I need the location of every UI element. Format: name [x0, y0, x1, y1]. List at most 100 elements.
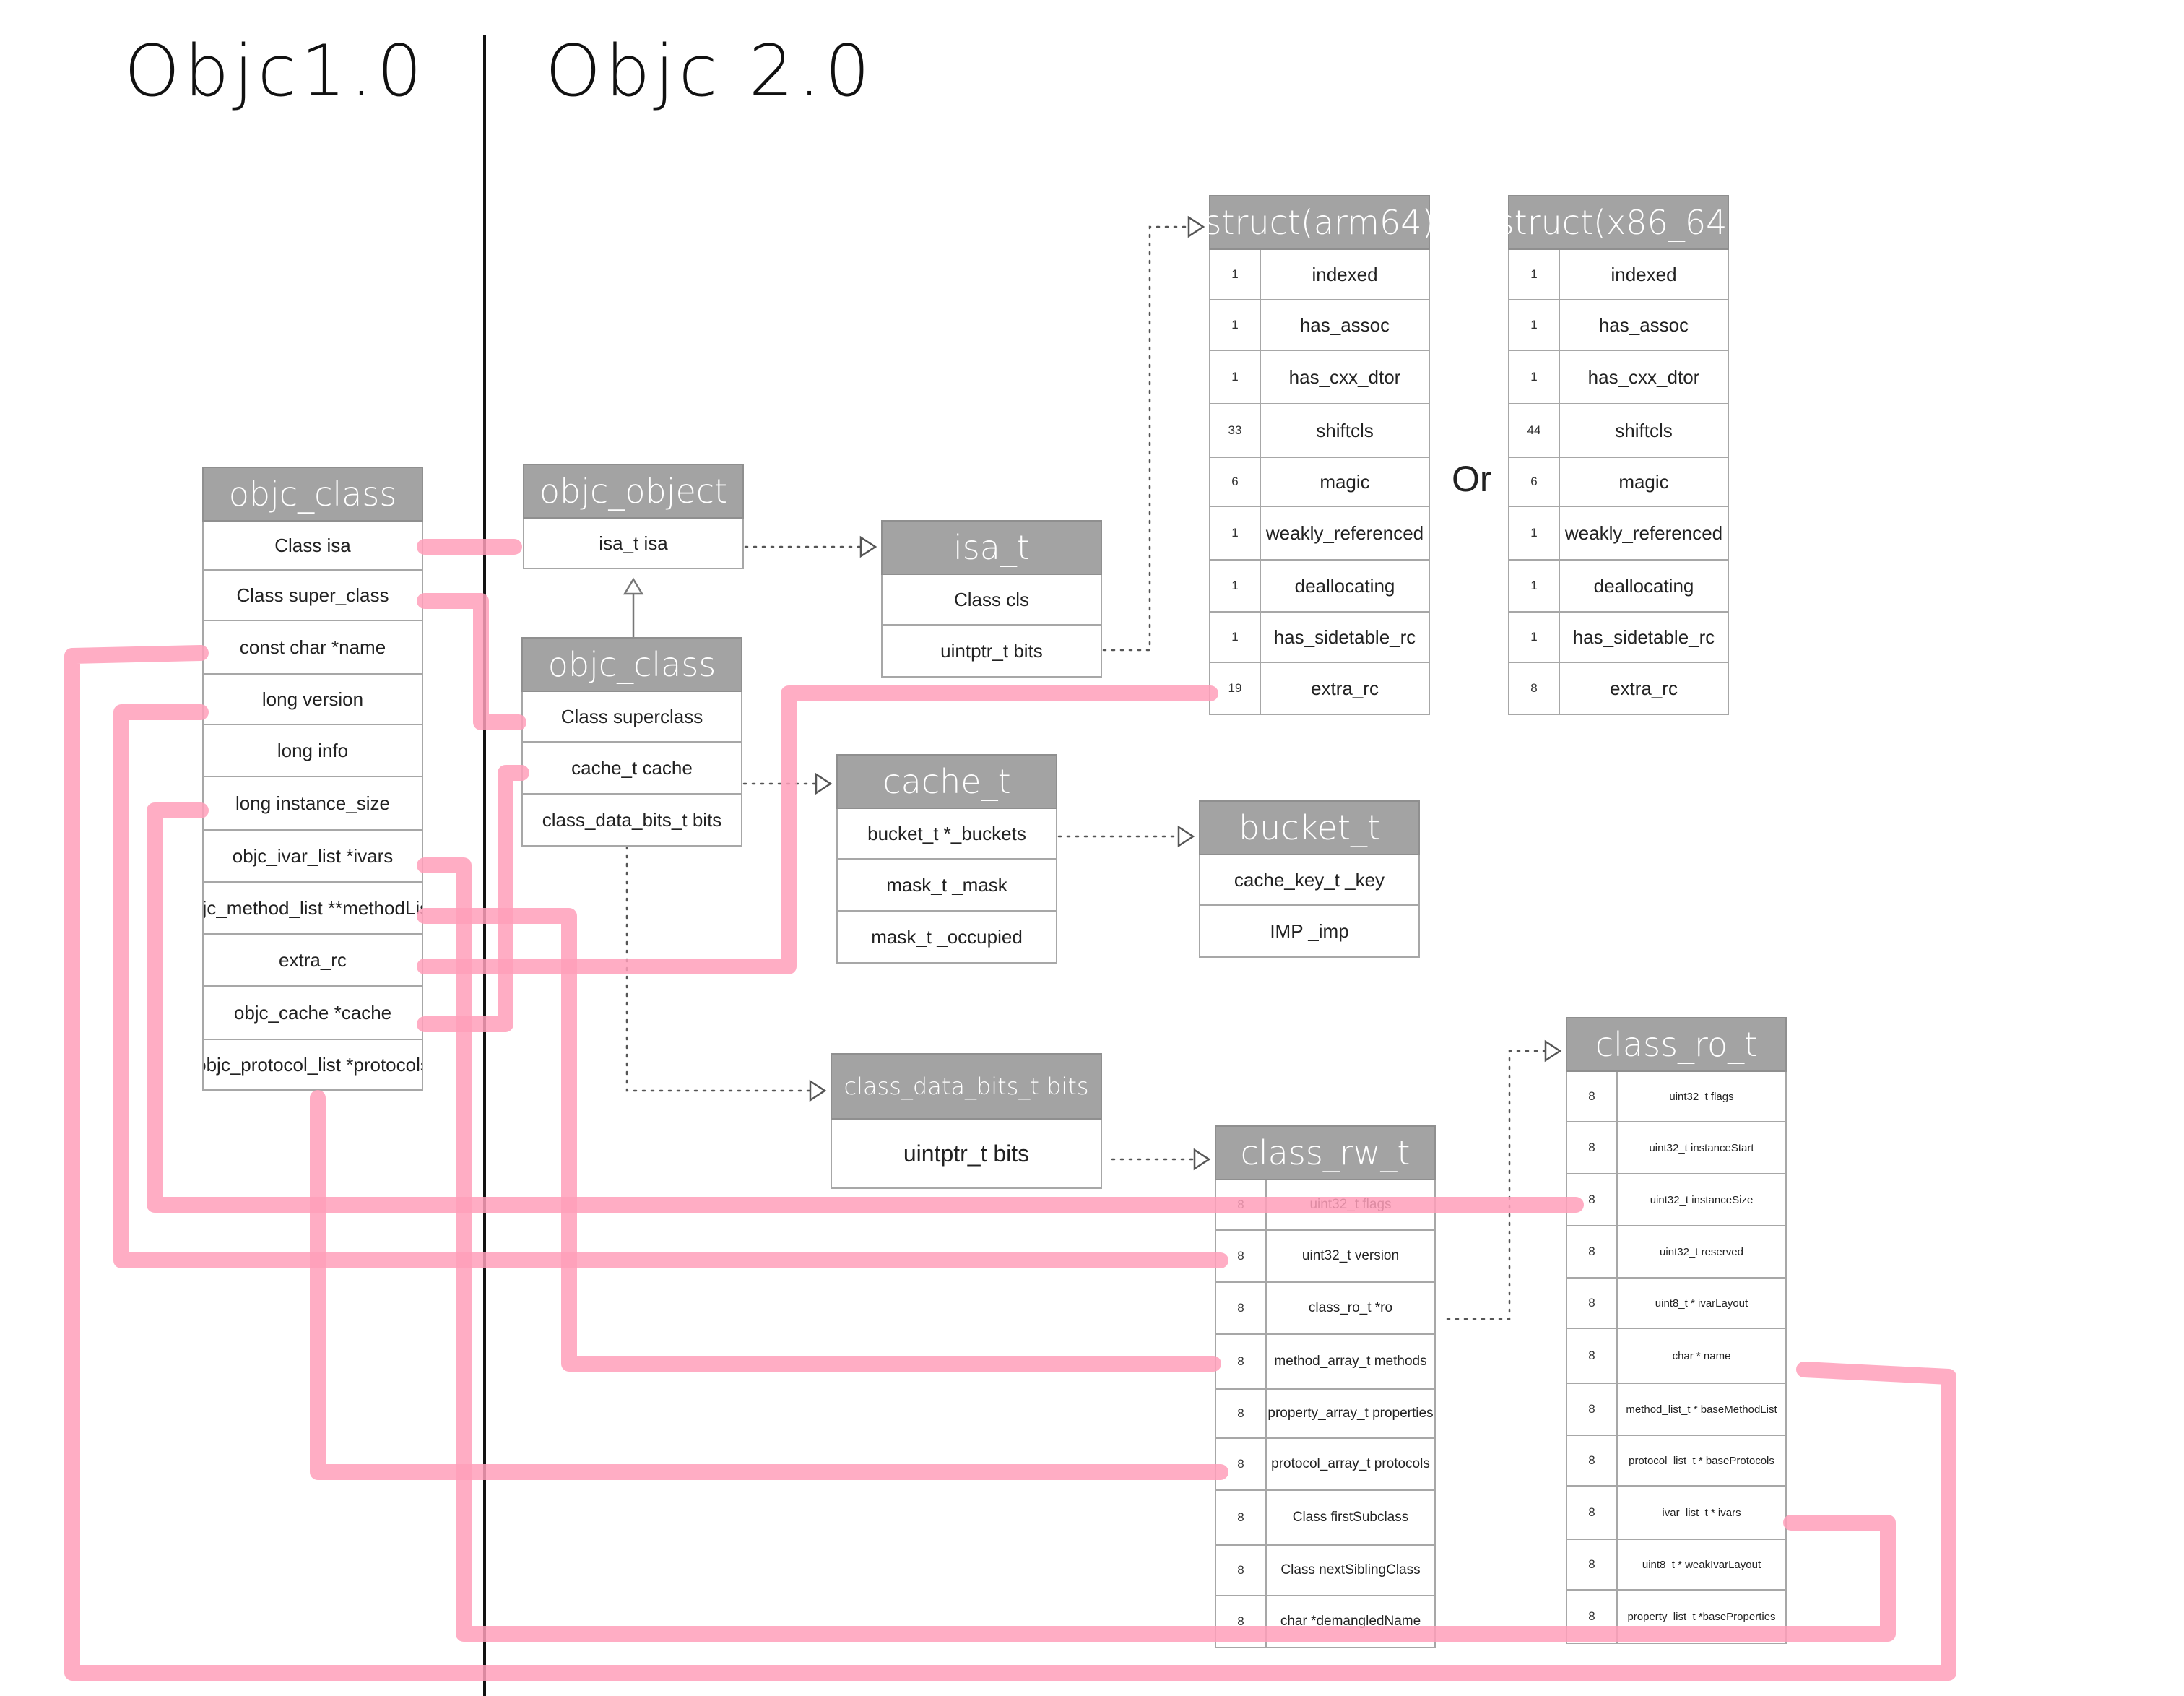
- field-name: objc_ivar_list *ivars: [232, 844, 394, 867]
- struct-title: objc_object: [523, 464, 744, 519]
- field-name: has_cxx_dtor: [1587, 365, 1700, 388]
- field-bits: 8: [1567, 1279, 1618, 1328]
- arrowhead: [1177, 825, 1195, 848]
- struct-title: class_ro_t: [1566, 1017, 1787, 1072]
- field-row: 8 class_ro_t *ro: [1215, 1283, 1436, 1335]
- field-name: uint32_t reserved: [1660, 1245, 1743, 1258]
- field-name: uintptr_t bits: [903, 1140, 1030, 1167]
- field-name: deallocating: [1593, 574, 1694, 597]
- field-name: long info: [277, 739, 349, 761]
- field-name: mask_t _occupied: [871, 925, 1023, 948]
- field-bits: 6: [1509, 458, 1560, 506]
- highlight-method-lists: [417, 908, 1221, 1372]
- field-name: IMP _imp: [1270, 920, 1349, 942]
- field-name: uint32_t instanceSize: [1650, 1193, 1754, 1206]
- struct-title: struct(x86_64): [1497, 195, 1740, 250]
- field-bits: 1: [1509, 507, 1560, 559]
- field-row: Class super_class: [202, 571, 423, 621]
- field-bits: 8: [1567, 1072, 1618, 1121]
- field-bits: 8: [1567, 1591, 1618, 1643]
- field-bits: 1: [1509, 613, 1560, 662]
- field-bits: 1: [1210, 351, 1261, 403]
- field-name: has_sidetable_rc: [1572, 626, 1715, 648]
- struct-title: cache_t: [836, 754, 1057, 809]
- field-row: 8 uint32_t flags: [1566, 1072, 1787, 1122]
- field-row: 8 protocol_list_t * baseProtocols: [1566, 1436, 1787, 1487]
- arrowhead: [809, 1079, 827, 1102]
- field-name: protocol_list_t * baseProtocols: [1629, 1454, 1774, 1467]
- field-bits: 1: [1210, 561, 1261, 611]
- field-name: method_list_t * baseMethodList: [1626, 1403, 1777, 1416]
- field-bits: 33: [1210, 404, 1261, 457]
- field-name: long instance_size: [235, 792, 390, 814]
- field-name: property_array_t properties: [1268, 1406, 1434, 1421]
- field-name: uint32_t version: [1301, 1248, 1400, 1263]
- field-row: 8 extra_rc: [1508, 663, 1729, 715]
- arrow-class-rw-t-to-class-ro-t: [1446, 1050, 1561, 1320]
- field-bits: 8: [1509, 663, 1560, 714]
- field-name: Class super_class: [236, 584, 389, 606]
- field-name: uintptr_t bits: [940, 639, 1043, 662]
- field-row: uintptr_t bits: [881, 626, 1102, 678]
- field-name: long version: [261, 688, 364, 710]
- field-bits: 8: [1216, 1439, 1267, 1489]
- field-name: objc_protocol_list *protocols: [202, 1053, 423, 1076]
- arrowhead: [1187, 215, 1205, 238]
- field-row: long info: [202, 725, 423, 777]
- field-name: deallocating: [1294, 574, 1395, 597]
- field-row: mask_t _occupied: [836, 912, 1057, 964]
- field-name: has_sidetable_rc: [1273, 626, 1416, 648]
- field-bits: 1: [1210, 250, 1261, 299]
- field-bits: 1: [1509, 561, 1560, 611]
- arrow-bits-to-class-data-bits-t: [625, 845, 826, 1092]
- struct-title: objc_class: [202, 467, 423, 522]
- field-bits: 8: [1216, 1335, 1267, 1388]
- field-name: shiftcls: [1316, 419, 1374, 441]
- field-name: ivar_list_t * ivars: [1662, 1506, 1741, 1519]
- field-row: 1 deallocating: [1508, 561, 1729, 613]
- field-name: extra_rc: [1610, 677, 1678, 699]
- inheritance-arrowhead: [623, 577, 644, 595]
- field-row: IMP _imp: [1199, 906, 1420, 958]
- field-name: const char *name: [239, 636, 386, 658]
- field-name: Class superclass: [560, 705, 703, 727]
- field-bits: 19: [1210, 663, 1261, 714]
- field-name: char *demangledName: [1280, 1614, 1421, 1629]
- field-name: indexed: [1312, 263, 1378, 285]
- highlight-instance-size: [147, 802, 1584, 1213]
- objc1-heading: Objc1.0: [124, 30, 427, 113]
- field-row: Class cls: [881, 575, 1102, 626]
- field-name: class_data_bits_t bits: [542, 808, 722, 831]
- arrow-isa-t-to-struct-arm64: [1102, 225, 1205, 652]
- field-name: extra_rc: [279, 948, 347, 971]
- struct-title: struct(arm64): [1205, 195, 1434, 250]
- field-name: objc_method_list **methodLists: [202, 896, 422, 919]
- field-name: has_cxx_dtor: [1288, 365, 1401, 388]
- field-name: class_ro_t *ro: [1308, 1300, 1393, 1315]
- field-bits: 8: [1567, 1436, 1618, 1485]
- field-row: objc_cache *cache: [202, 987, 423, 1040]
- field-bits: 8: [1216, 1283, 1267, 1333]
- field-bits: 8: [1567, 1122, 1618, 1173]
- field-bits: 1: [1509, 300, 1560, 350]
- field-name: uint32_t flags: [1669, 1090, 1734, 1103]
- field-row: cache_key_t _key: [1199, 855, 1420, 906]
- arrowhead: [1544, 1039, 1562, 1063]
